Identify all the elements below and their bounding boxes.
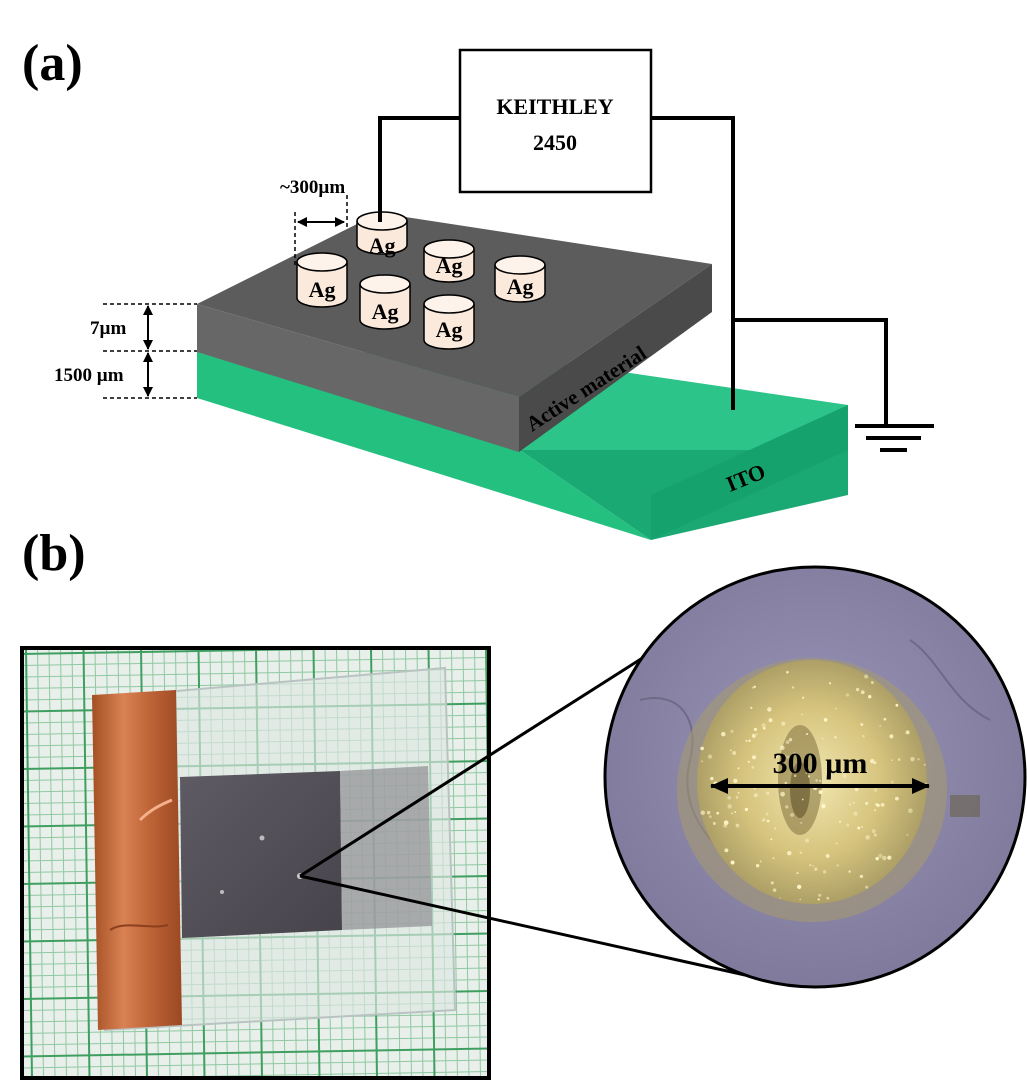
micrograph-frame — [603, 565, 1027, 989]
ag-electrodes: Ag Ag Ag Ag Ag — [296, 211, 546, 350]
ag-electrode-3: Ag — [423, 239, 475, 283]
active-film — [180, 771, 342, 938]
active-front-face — [197, 304, 519, 452]
panel-b: (b) — [20, 525, 1027, 1080]
panel-a: (a) ITO Active material Ag — [22, 35, 934, 540]
keithley-box — [458, 48, 653, 194]
active-side-face — [519, 264, 712, 452]
ito-right-face — [651, 405, 848, 540]
panel-a-label: (a) — [22, 35, 83, 92]
ag-label: Ag — [369, 233, 396, 258]
keithley-line2: 2450 — [533, 130, 577, 155]
spacing-label: ~300µm — [280, 177, 345, 198]
copper-tape — [92, 690, 182, 1030]
ag-electrode-1: Ag — [296, 252, 348, 308]
ag-label: Ag — [436, 317, 463, 342]
active-thickness-label: 7µm — [90, 318, 126, 339]
spacing-dimension: ~300µm — [280, 177, 348, 265]
ag-electrode-4: Ag — [359, 274, 411, 330]
substrate-thickness-label: 1500 µm — [54, 365, 124, 386]
zoom-lines — [299, 648, 746, 977]
ground-icon — [855, 424, 934, 452]
photo-frame — [20, 646, 491, 1080]
wire-to-electrode — [378, 116, 460, 222]
ito-side-face — [520, 405, 848, 540]
ito-region — [340, 766, 432, 930]
circuit-wires — [378, 116, 888, 424]
wire-to-ito — [651, 116, 735, 410]
device-photo — [20, 646, 491, 1080]
ag-electrode-6: Ag — [494, 255, 546, 303]
ito-front-face — [197, 352, 651, 540]
keithley-line1: KEITHLEY — [496, 94, 613, 119]
micrograph: 300 µm — [603, 565, 1027, 989]
ag-label: Ag — [436, 253, 463, 278]
ag-label: Ag — [372, 299, 399, 324]
ag-electrode-5: Ag — [423, 294, 475, 350]
thickness-dimensions: 7µm 1500 µm — [54, 303, 197, 399]
scale-label: 300 µm — [773, 747, 868, 780]
wire-to-ground — [733, 318, 888, 424]
ag-label: Ag — [507, 274, 534, 299]
panel-b-label: (b) — [22, 525, 86, 582]
keithley-instrument: KEITHLEY 2450 — [458, 48, 653, 194]
ag-label: Ag — [309, 277, 336, 302]
